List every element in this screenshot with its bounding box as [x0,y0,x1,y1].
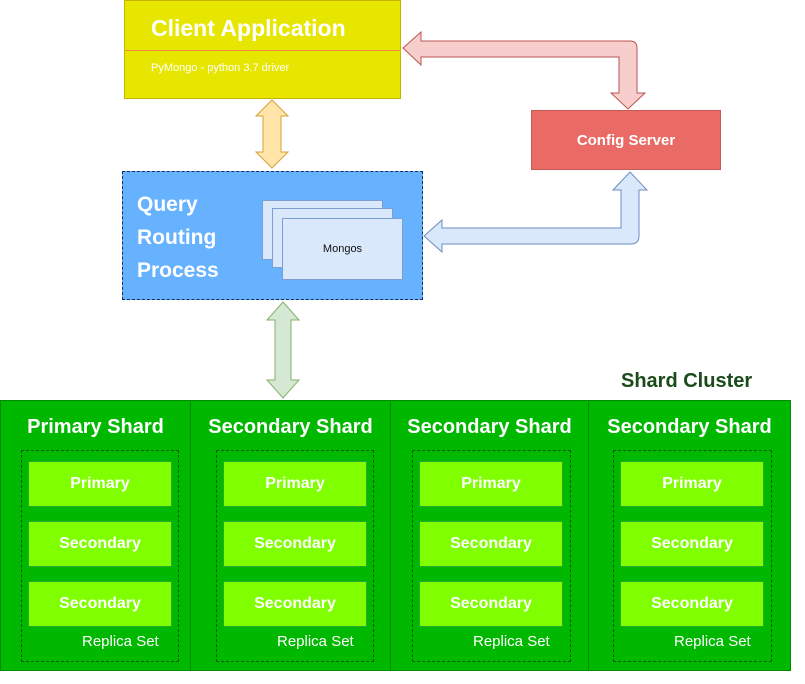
replica-member-secondary: Secondary [223,521,367,567]
replica-member-primary: Primary [419,461,563,507]
client-subtitle: PyMongo - python 3.7 driver [151,62,290,74]
shard-column: Secondary Shard Primary Secondary Second… [191,401,391,670]
replica-set-label: Replica Set [674,633,751,650]
replica-set-label: Replica Set [82,633,159,650]
replica-member-secondary: Secondary [223,581,367,627]
replica-member-primary: Primary [620,461,764,507]
shard-column: Primary Shard Primary Secondary Secondar… [1,401,191,670]
arrow-query-cluster [265,301,301,399]
shard-title: Secondary Shard [407,416,572,438]
config-server-box: Config Server [531,110,721,170]
shard-cluster-title: Shard Cluster [621,370,753,392]
replica-set: Primary Secondary Secondary Replica Set [613,450,772,662]
replica-member-secondary: Secondary [620,521,764,567]
shard-column: Secondary Shard Primary Secondary Second… [589,401,790,670]
client-application-box: Client Application PyMongo - python 3.7 … [124,0,401,99]
shard-title: Secondary Shard [208,416,373,438]
replica-member-secondary: Secondary [419,521,563,567]
client-title: Client Application [151,15,346,41]
mongos-card: Mongos [282,218,403,280]
query-routing-title: Query Routing Process [137,193,219,282]
replica-set: Primary Secondary Secondary Replica Set [216,450,374,662]
client-divider [125,50,400,51]
replica-set-label: Replica Set [277,633,354,650]
query-routing-box: Query Routing Process Mongos [122,171,423,300]
shard-cluster: Primary Shard Primary Secondary Secondar… [0,400,791,671]
replica-member-primary: Primary [28,461,172,507]
replica-set-label: Replica Set [473,633,550,650]
shard-title: Secondary Shard [607,416,772,438]
replica-set: Primary Secondary Secondary Replica Set [21,450,179,662]
replica-set: Primary Secondary Secondary Replica Set [412,450,571,662]
shard-title: Primary Shard [27,416,164,438]
arrow-client-config [402,30,647,110]
replica-member-secondary: Secondary [419,581,563,627]
arrow-query-config [423,171,649,254]
mongos-label: Mongos [322,243,363,255]
replica-member-secondary: Secondary [28,581,172,627]
replica-member-secondary: Secondary [620,581,764,627]
shard-column: Secondary Shard Primary Secondary Second… [391,401,589,670]
arrow-client-query [254,99,290,169]
replica-member-secondary: Secondary [28,521,172,567]
replica-member-primary: Primary [223,461,367,507]
